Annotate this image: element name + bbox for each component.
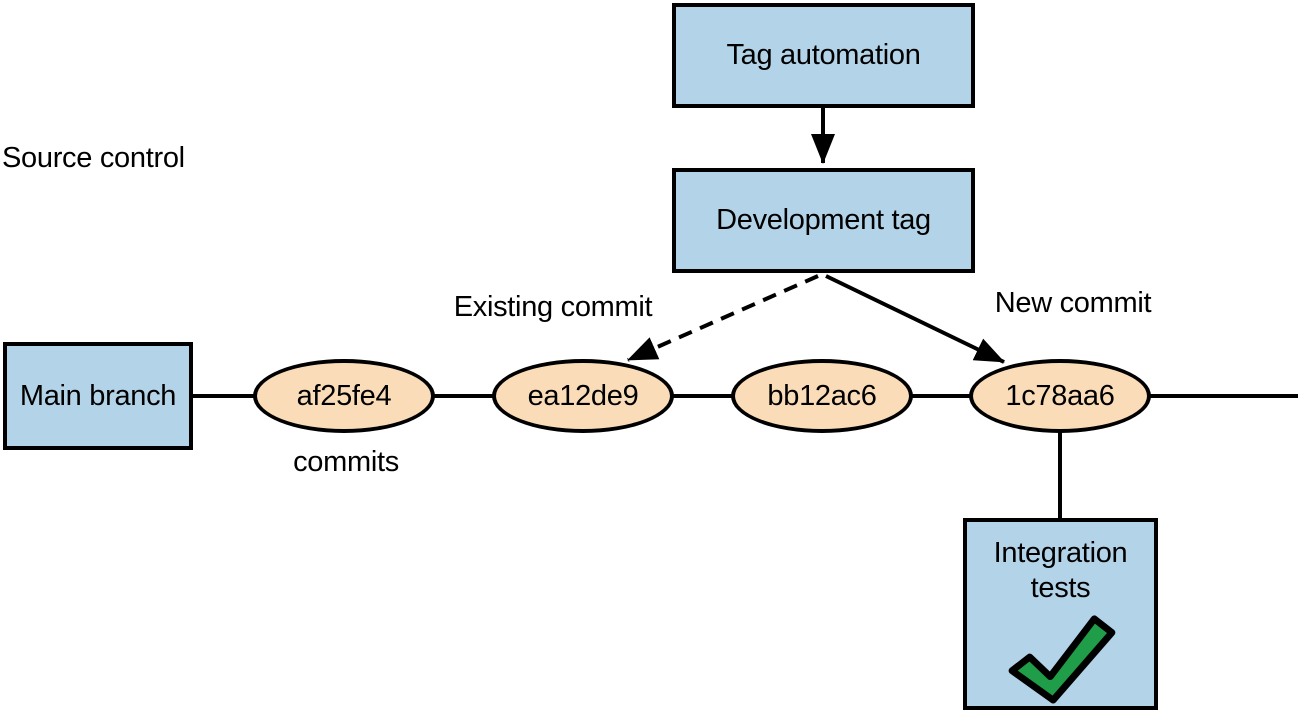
commit-node-bb12ac6: bb12ac6 <box>731 359 913 433</box>
integration-tests-label: Integration tests <box>993 537 1128 604</box>
development-tag-label: Development tag <box>716 204 931 236</box>
main-branch-box: Main branch <box>3 342 193 450</box>
tag-automation-label: Tag automation <box>726 39 921 71</box>
integration-tests-box: Integration tests <box>963 518 1158 710</box>
commits-label: commits <box>293 446 399 478</box>
commit-node-af25fe4: af25fe4 <box>253 359 435 433</box>
commit-hash: bb12ac6 <box>767 379 877 412</box>
new-commit-label: New commit <box>994 287 1152 319</box>
main-branch-label: Main branch <box>19 379 177 412</box>
commit-node-ea12de9: ea12de9 <box>492 359 674 433</box>
commit-node-1c78aa6: 1c78aa6 <box>969 359 1151 433</box>
existing-commit-arrow <box>627 274 819 362</box>
commit-hash: 1c78aa6 <box>1005 379 1115 412</box>
commit-hash: ea12de9 <box>527 379 639 412</box>
new-commit-arrow <box>825 274 1005 364</box>
tag-automation-box: Tag automation <box>672 3 975 108</box>
checkmark-icon <box>1008 615 1115 704</box>
commit-hash: af25fe4 <box>296 379 392 412</box>
development-tag-box: Development tag <box>672 168 975 273</box>
source-control-label: Source control <box>2 142 185 174</box>
existing-commit-label: Existing commit <box>453 291 653 323</box>
